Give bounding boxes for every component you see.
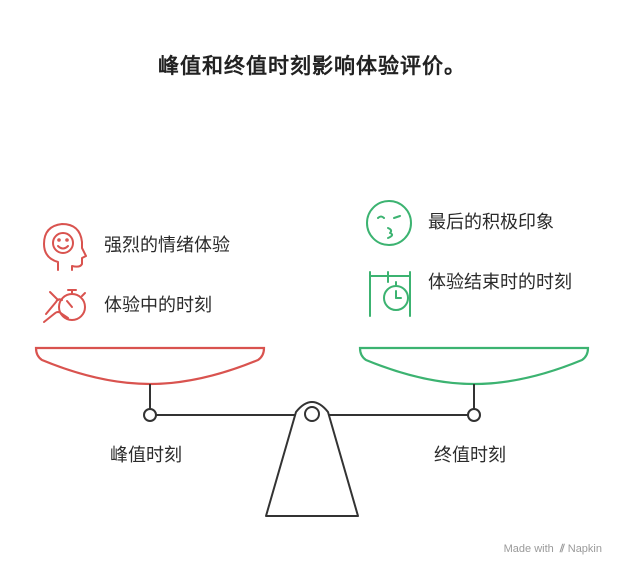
finish-stopwatch-icon bbox=[369, 271, 411, 317]
left-item-2-label: 体验中的时刻 bbox=[104, 295, 212, 316]
right-pivot bbox=[467, 408, 481, 422]
credit-prefix: Made with bbox=[503, 543, 554, 555]
right-caption: 终值时刻 bbox=[434, 445, 506, 466]
right-item-2-label: 体验结束时的时刻 bbox=[428, 272, 572, 293]
winking-face-icon bbox=[366, 200, 412, 246]
napkin-logo-icon: ⫽ bbox=[559, 543, 565, 555]
napkin-credit[interactable]: Made with ⫽Napkin bbox=[504, 543, 602, 556]
credit-brand: Napkin bbox=[567, 543, 602, 555]
right-pan bbox=[358, 346, 590, 386]
center-pivot bbox=[304, 406, 320, 422]
right-item-1-label: 最后的积极印象 bbox=[428, 212, 554, 233]
hand-stopwatch-icon bbox=[43, 289, 86, 323]
smiling-head-icon bbox=[43, 223, 87, 271]
left-pan bbox=[34, 346, 266, 386]
page-title: 峰值和终值时刻影响体验评价。 bbox=[158, 54, 466, 78]
scale-stand bbox=[265, 401, 359, 517]
left-caption: 峰值时刻 bbox=[110, 445, 182, 466]
left-pivot bbox=[143, 408, 157, 422]
left-item-1-label: 强烈的情绪体验 bbox=[104, 235, 230, 256]
